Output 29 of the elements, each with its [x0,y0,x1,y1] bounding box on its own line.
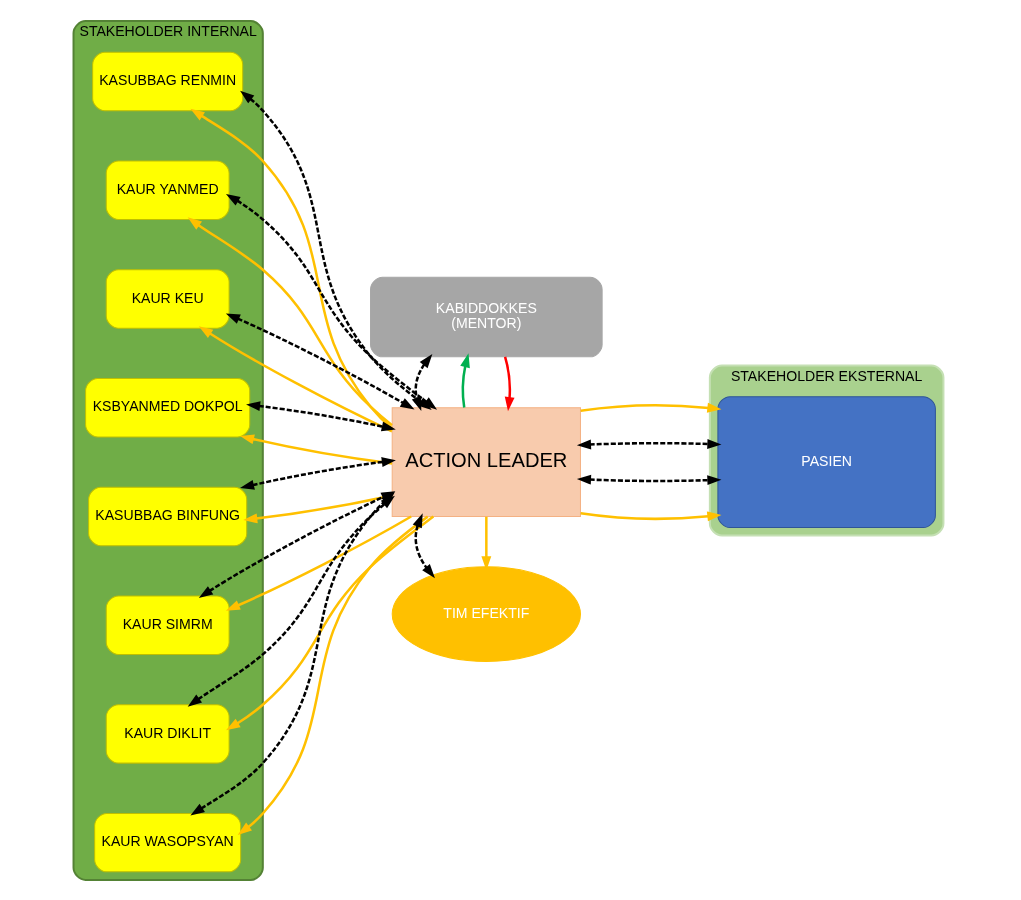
node-box: KASUBBAG RENMIN [92,51,244,111]
arrow [240,456,396,490]
arrow [576,438,722,449]
arrow [226,515,435,730]
arrow [237,515,429,835]
node-box: KAUR SIMRM [105,595,230,655]
arrow [412,512,435,578]
node-box: KABIDDOKKES (MENTOR) [370,276,603,357]
arrow [240,433,393,465]
arrow [460,352,470,408]
arrow [190,108,393,430]
arrow [576,474,722,485]
arrow [580,402,722,413]
node-box: ACTION LEADER [391,406,581,517]
arrow [246,400,396,431]
arrow [187,216,393,426]
arrow [580,510,722,521]
node-box: KAUR KEU [105,268,230,329]
arrow [225,312,415,410]
arrow [503,356,515,411]
node-box: KASUBBAG BINFUNG [88,486,248,546]
arrow [481,516,492,570]
node-box: KAUR WASOPSYAN [94,812,242,872]
node-box: KAUR DIKLIT [105,703,230,764]
node-box: KSBYANMED DOKPOL [85,377,251,437]
node-box: PASIEN [717,395,936,528]
arrow [225,514,412,611]
node-box: KAUR YANMED [105,160,230,220]
arrow [198,325,393,432]
